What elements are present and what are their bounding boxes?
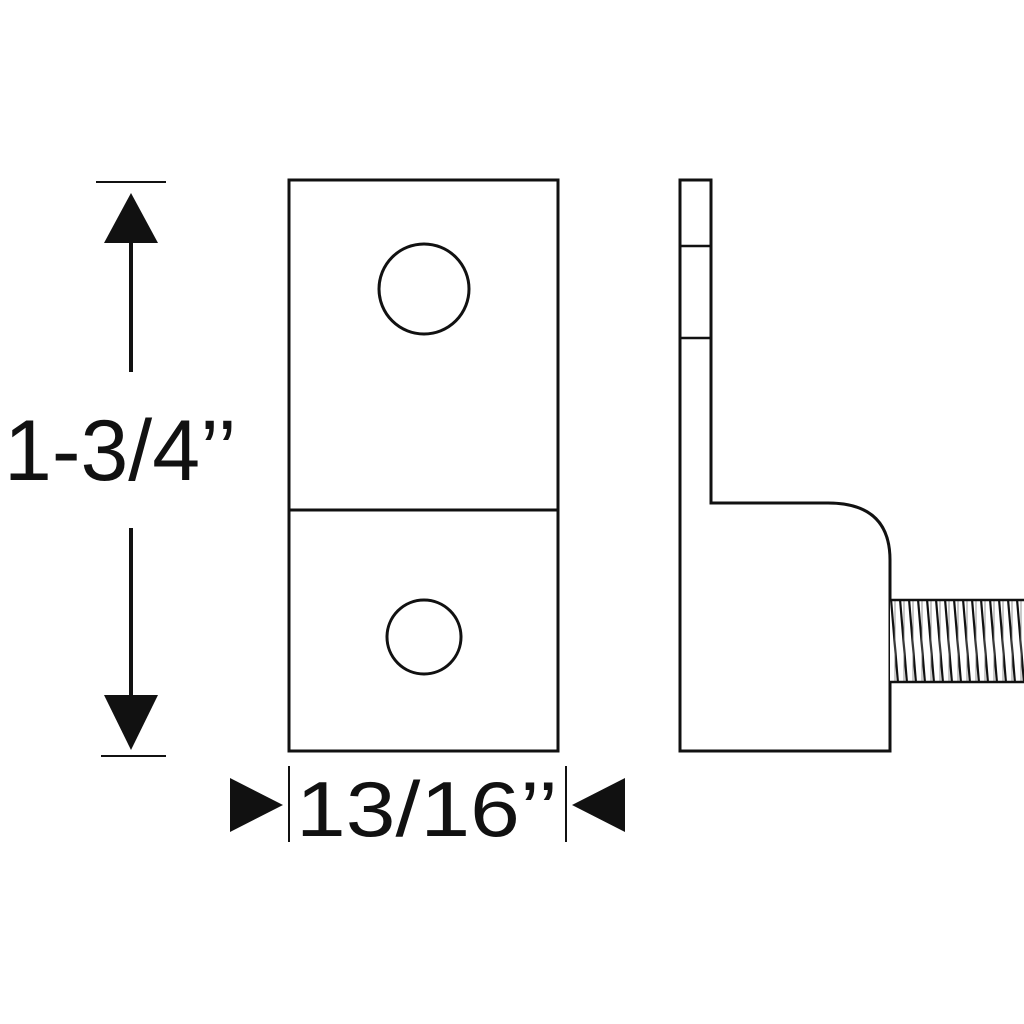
height-arrow-down-icon bbox=[104, 695, 158, 750]
width-arrow-right-icon bbox=[230, 778, 283, 832]
bracket-front-view bbox=[287, 178, 560, 753]
bracket-side-view bbox=[678, 178, 1024, 753]
width-label: 13/16’’ bbox=[296, 765, 558, 853]
height-dimension: 1-3/4’’ bbox=[4, 181, 237, 757]
width-arrow-left-icon bbox=[572, 778, 625, 832]
height-label: 1-3/4’’ bbox=[4, 403, 237, 499]
upper-mounting-hole bbox=[377, 242, 471, 336]
height-arrow-up-icon bbox=[104, 193, 158, 243]
side-view-profile bbox=[678, 178, 892, 753]
threaded-stud bbox=[890, 599, 1024, 683]
lower-mounting-hole bbox=[385, 598, 463, 676]
width-dimension: 13/16’’ bbox=[230, 765, 625, 853]
